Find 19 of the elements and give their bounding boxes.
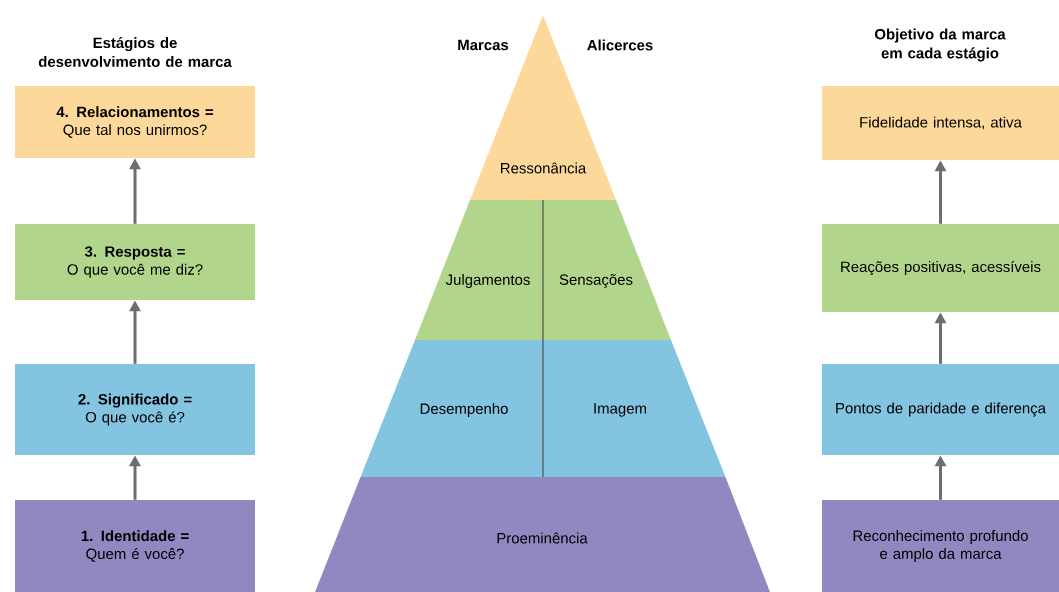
stage-box: Pontos de paridade e diferença bbox=[822, 364, 1059, 455]
stage-box: Fidelidade intensa, ativa bbox=[822, 86, 1059, 160]
stage-box: 1. Identidade = Quem é você? bbox=[15, 500, 255, 592]
pyramid-level: Sensações bbox=[543, 200, 671, 340]
node-label: Sensações bbox=[559, 274, 633, 288]
stage-box: 4. Relacionamentos = Que tal nos unirmos? bbox=[15, 86, 255, 158]
heading: Objetivo da marca em cada estágio bbox=[875, 28, 1006, 62]
stage-box: Reconhecimento profundo e amplo da marca bbox=[822, 500, 1059, 592]
stage-box: 2. Significado = O que você é? bbox=[15, 364, 255, 455]
pyramid-level: Proeminência bbox=[315, 477, 770, 592]
pyramid-level: Desempenho bbox=[360, 340, 543, 477]
node-label: Imagem bbox=[594, 403, 646, 417]
node-label: Julgamentos bbox=[445, 274, 530, 288]
pyramid-level: Imagem bbox=[543, 340, 726, 477]
heading: Estágios de desenvolvimento de marca bbox=[38, 37, 232, 67]
stage-box: Reações positivas, acessíveis bbox=[822, 224, 1059, 312]
pyramid-level: Julgamentos bbox=[415, 200, 543, 340]
node-label: Desempenho bbox=[420, 403, 508, 417]
stage-box: 3. Resposta = O que você me diz? bbox=[15, 224, 255, 300]
